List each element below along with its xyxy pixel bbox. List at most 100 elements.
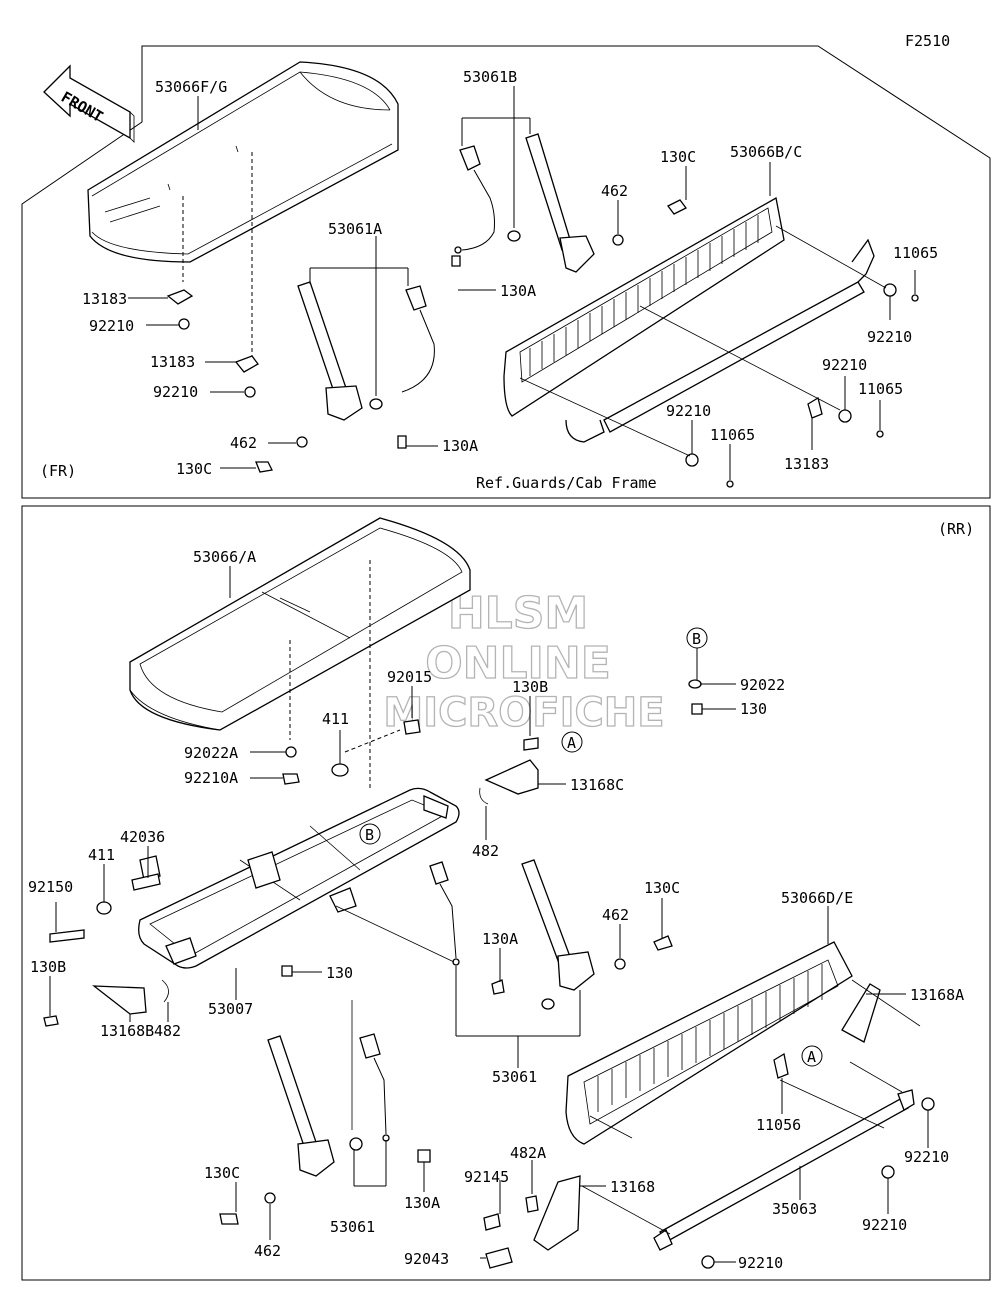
bolt-icon	[485, 1247, 513, 1269]
front-section-frame	[21, 45, 991, 499]
part-label: 92210	[822, 356, 867, 374]
part-label: 92210	[153, 383, 198, 401]
pin-42036	[131, 873, 161, 891]
part-label: 13183	[784, 455, 829, 473]
part-label: 411	[322, 710, 349, 728]
washer-icon	[285, 746, 297, 758]
part-label: 13168A	[910, 986, 964, 1004]
part-label: 42036	[120, 828, 165, 846]
part-label: 92210	[738, 1254, 783, 1272]
rear-seat-cushion	[129, 517, 471, 790]
part-label: 13168B	[100, 1022, 154, 1040]
part-label: 130B	[512, 678, 548, 696]
part-label: 53061A	[328, 220, 382, 238]
washer-icon	[726, 480, 734, 488]
clip-13183-c	[807, 396, 823, 419]
nut-icon	[178, 318, 190, 330]
washer-icon	[911, 294, 919, 302]
part-label: 482A	[510, 1144, 546, 1162]
front-hardware	[612, 199, 919, 488]
front-part-labels: 53066F/G 53061B 130C 53066B/C 462 11065 …	[82, 68, 938, 492]
front-leader-lines	[128, 86, 916, 480]
nut-icon	[614, 958, 626, 970]
part-label: 53061B	[463, 68, 517, 86]
front-seat-cushion	[87, 61, 399, 362]
part-label: 92043	[404, 1250, 449, 1268]
bracket-13168	[533, 1175, 581, 1251]
part-label: 92210	[862, 1216, 907, 1234]
svg-text:B: B	[692, 630, 701, 648]
nut-icon	[881, 1165, 895, 1179]
clip-13183-b	[234, 355, 259, 373]
part-label: 92022	[740, 676, 785, 694]
page-code: F2510	[905, 32, 950, 50]
part-label: 53061	[330, 1218, 375, 1236]
part-label: 482	[154, 1022, 181, 1040]
part-label: 53066B/C	[730, 143, 802, 161]
part-label: 130C	[204, 1164, 240, 1182]
front-section-label: (FR)	[40, 462, 76, 480]
bolt-icon	[397, 435, 407, 449]
part-label: 482	[472, 842, 499, 860]
part-label: 92015	[387, 668, 432, 686]
part-label: 11065	[858, 380, 903, 398]
seat-frame-icon	[138, 787, 460, 969]
nut-icon	[296, 436, 308, 448]
seat-belt-icon	[267, 1033, 390, 1177]
part-label: 130A	[500, 282, 536, 300]
clip-11056	[773, 1052, 789, 1079]
svg-text:B: B	[365, 826, 374, 844]
bolt-icon	[219, 1213, 239, 1225]
part-label: 462	[230, 434, 257, 452]
part-label: 130C	[176, 460, 212, 478]
nut-icon	[921, 1097, 935, 1111]
seat-back-icon	[503, 196, 785, 417]
bolt-icon	[691, 703, 703, 715]
bracket-13168C	[484, 759, 539, 795]
bolt-icon	[281, 965, 293, 977]
part-label: 130C	[660, 148, 696, 166]
bolt-icon	[653, 935, 673, 951]
part-label: 411	[88, 846, 115, 864]
part-label: 11056	[756, 1116, 801, 1134]
bolt-icon	[523, 737, 539, 751]
nut-icon	[264, 1192, 276, 1204]
bolt-icon	[667, 199, 687, 215]
clip-13183-a	[166, 289, 194, 305]
part-label: 130A	[404, 1194, 440, 1212]
part-label: 92150	[28, 878, 73, 896]
part-label: 53066D/E	[781, 889, 853, 907]
part-label: 130A	[442, 437, 478, 455]
part-label: 11065	[710, 426, 755, 444]
svg-text:A: A	[807, 1048, 816, 1066]
bolt-icon	[43, 1015, 59, 1027]
front-rail-bar	[565, 238, 875, 443]
washer-icon	[331, 763, 349, 777]
washer-icon	[349, 1137, 363, 1151]
svg-text:ONLINE: ONLINE	[425, 638, 611, 689]
nut-icon	[244, 386, 256, 398]
clip-482	[479, 787, 489, 805]
bolt-icon	[483, 1213, 501, 1231]
nut-icon	[685, 453, 699, 467]
part-label: 13183	[150, 353, 195, 371]
bolt-icon	[417, 1149, 431, 1163]
part-label: 53066/A	[193, 548, 256, 566]
part-label: 130B	[30, 958, 66, 976]
rear-hardware	[43, 679, 935, 1269]
bracket-13168B	[92, 985, 147, 1015]
clip-482A	[525, 1195, 539, 1213]
part-label: 13168	[610, 1178, 655, 1196]
bolt-icon	[49, 929, 85, 943]
rear-part-labels: 53066/A 92015 130B 92022 130 411 92022A …	[28, 548, 964, 1272]
part-label: 11065	[893, 244, 938, 262]
part-label: 462	[254, 1242, 281, 1260]
svg-text:HLSM: HLSM	[448, 588, 588, 639]
bracket-13168A	[841, 983, 881, 1043]
part-label: 130	[326, 964, 353, 982]
nut-icon	[883, 283, 897, 297]
part-label: 130C	[644, 879, 680, 897]
svg-text:MICROFICHE: MICROFICHE	[383, 690, 664, 736]
